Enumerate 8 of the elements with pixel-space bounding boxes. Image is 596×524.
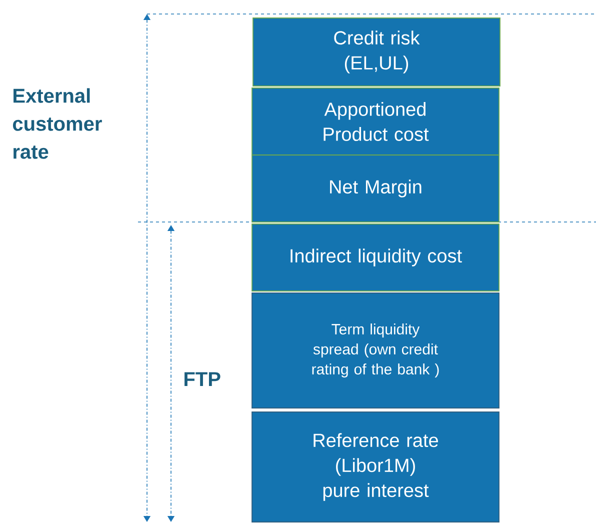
axis-label: External customer rate xyxy=(12,88,102,159)
stacked-box: Apportioned Product cost xyxy=(252,88,500,156)
stacked-box: Reference rate (Libor1M) pure interest xyxy=(252,412,500,522)
stacked-box: Term liquidity spread (own credit rating of the bank ) xyxy=(252,292,500,408)
axis-label: FTP xyxy=(184,372,220,386)
stacked-box: Credit risk (EL,UL) xyxy=(252,18,500,86)
stacked-box: Indirect liquidity cost xyxy=(252,224,500,292)
stacked-box: Net Margin xyxy=(252,154,500,222)
